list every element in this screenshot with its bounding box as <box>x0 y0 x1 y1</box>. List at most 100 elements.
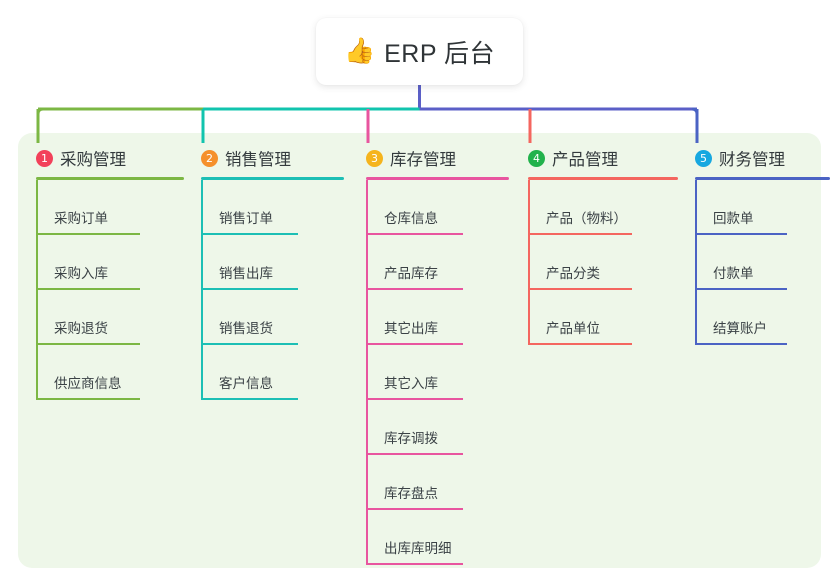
category-header-5[interactable]: 5 财务管理 <box>695 145 830 171</box>
leaf-item[interactable]: 结算账户 <box>695 290 787 345</box>
thumbs-up-icon: 👍 <box>343 37 376 65</box>
leaf-spine <box>528 180 530 345</box>
leaf-item[interactable]: 库存调拨 <box>366 400 463 455</box>
leaf-underline <box>36 398 140 400</box>
leaf-list: 产品（物料） 产品分类产品单位 <box>528 180 678 345</box>
leaf-item[interactable]: 供应商信息 <box>36 345 140 400</box>
leaf-item[interactable]: 销售退货 <box>201 290 298 345</box>
category-column-5: 5 财务管理回款单付款单结算账户 <box>695 145 830 345</box>
leaf-underline <box>366 398 463 400</box>
leaf-item-label: 回款单 <box>713 211 754 226</box>
leaf-item-label: 产品单位 <box>546 321 600 336</box>
leaf-item-label: 销售出库 <box>219 266 273 281</box>
diagram-panel <box>18 133 821 568</box>
leaf-item[interactable]: 回款单 <box>695 180 787 235</box>
leaf-item-label: 库存盘点 <box>384 486 438 501</box>
leaf-underline <box>695 233 787 235</box>
leaf-item[interactable]: 产品（物料） <box>528 180 632 235</box>
root-node[interactable]: 👍 ERP 后台 <box>316 18 523 85</box>
category-label: 采购管理 <box>60 151 126 169</box>
leaf-spine <box>36 180 38 400</box>
leaf-item-label: 出库库明细 <box>384 541 452 556</box>
leaf-item-label: 供应商信息 <box>54 376 122 391</box>
leaf-item[interactable]: 产品分类 <box>528 235 632 290</box>
leaf-item[interactable]: 产品单位 <box>528 290 632 345</box>
category-label: 销售管理 <box>225 151 291 169</box>
leaf-underline <box>201 398 298 400</box>
leaf-item[interactable]: 采购入库 <box>36 235 140 290</box>
leaf-underline <box>201 343 298 345</box>
leaf-list: 回款单付款单结算账户 <box>695 180 830 345</box>
leaf-underline <box>366 288 463 290</box>
category-column-1: 1 采购管理采购订单采购入库采购退货供应商信息 <box>36 145 184 400</box>
leaf-item[interactable]: 仓库信息 <box>366 180 463 235</box>
leaf-underline <box>201 288 298 290</box>
leaf-item-label: 其它入库 <box>384 376 438 391</box>
leaf-item[interactable]: 其它出库 <box>366 290 463 345</box>
leaf-item-label: 销售订单 <box>219 211 273 226</box>
leaf-list: 采购订单采购入库采购退货供应商信息 <box>36 180 184 400</box>
leaf-item-label: 客户信息 <box>219 376 273 391</box>
category-underline <box>528 177 678 180</box>
category-header-3[interactable]: 3 库存管理 <box>366 145 509 171</box>
leaf-item-label: 结算账户 <box>713 321 767 336</box>
leaf-underline <box>695 343 787 345</box>
leaf-underline <box>695 288 787 290</box>
category-header-2[interactable]: 2 销售管理 <box>201 145 344 171</box>
leaf-underline <box>366 343 463 345</box>
leaf-item[interactable]: 其它入库 <box>366 345 463 400</box>
leaf-item[interactable]: 出库库明细 <box>366 510 463 565</box>
category-underline <box>366 177 509 180</box>
category-column-4: 4 产品管理产品（物料） 产品分类产品单位 <box>528 145 678 345</box>
category-header-1[interactable]: 1 采购管理 <box>36 145 184 171</box>
leaf-item[interactable]: 销售订单 <box>201 180 298 235</box>
leaf-underline <box>366 233 463 235</box>
leaf-item[interactable]: 采购订单 <box>36 180 140 235</box>
category-underline <box>36 177 184 180</box>
category-column-2: 2 销售管理销售订单销售出库销售退货客户信息 <box>201 145 344 400</box>
leaf-underline <box>366 453 463 455</box>
leaf-item[interactable]: 付款单 <box>695 235 787 290</box>
leaf-item-label: 采购入库 <box>54 266 108 281</box>
leaf-underline <box>528 343 632 345</box>
category-underline <box>201 177 344 180</box>
leaf-underline <box>528 233 632 235</box>
leaf-item-label: 仓库信息 <box>384 211 438 226</box>
leaf-underline <box>36 233 140 235</box>
category-label: 产品管理 <box>552 151 618 169</box>
leaf-item[interactable]: 销售出库 <box>201 235 298 290</box>
leaf-item-label: 产品分类 <box>546 266 600 281</box>
category-badge: 1 <box>36 149 53 167</box>
leaf-item-label: 其它出库 <box>384 321 438 336</box>
leaf-item-label: 采购退货 <box>54 321 108 336</box>
leaf-underline <box>36 343 140 345</box>
category-badge: 5 <box>695 149 712 167</box>
leaf-list: 销售订单销售出库销售退货客户信息 <box>201 180 344 400</box>
leaf-underline <box>366 563 463 565</box>
leaf-item-label: 销售退货 <box>219 321 273 336</box>
leaf-item-label: 采购订单 <box>54 211 108 226</box>
category-label: 财务管理 <box>719 151 785 169</box>
leaf-item-label: 付款单 <box>713 266 754 281</box>
leaf-item-label: 产品库存 <box>384 266 438 281</box>
leaf-underline <box>36 288 140 290</box>
root-node-label: ERP 后台 <box>384 39 496 68</box>
leaf-item[interactable]: 客户信息 <box>201 345 298 400</box>
leaf-underline <box>201 233 298 235</box>
leaf-underline <box>528 288 632 290</box>
category-badge: 4 <box>528 149 545 167</box>
category-label: 库存管理 <box>390 151 456 169</box>
leaf-item-label: 产品（物料） <box>546 211 627 226</box>
category-underline <box>695 177 830 180</box>
leaf-underline <box>366 508 463 510</box>
leaf-item[interactable]: 采购退货 <box>36 290 140 345</box>
leaf-item-label: 库存调拨 <box>384 431 438 446</box>
leaf-item[interactable]: 产品库存 <box>366 235 463 290</box>
leaf-spine <box>366 180 368 565</box>
category-badge: 3 <box>366 149 383 167</box>
category-header-4[interactable]: 4 产品管理 <box>528 145 678 171</box>
leaf-list: 仓库信息产品库存其它出库其它入库库存调拨库存盘点出库库明细 <box>366 180 509 565</box>
category-badge: 2 <box>201 149 218 167</box>
leaf-item[interactable]: 库存盘点 <box>366 455 463 510</box>
